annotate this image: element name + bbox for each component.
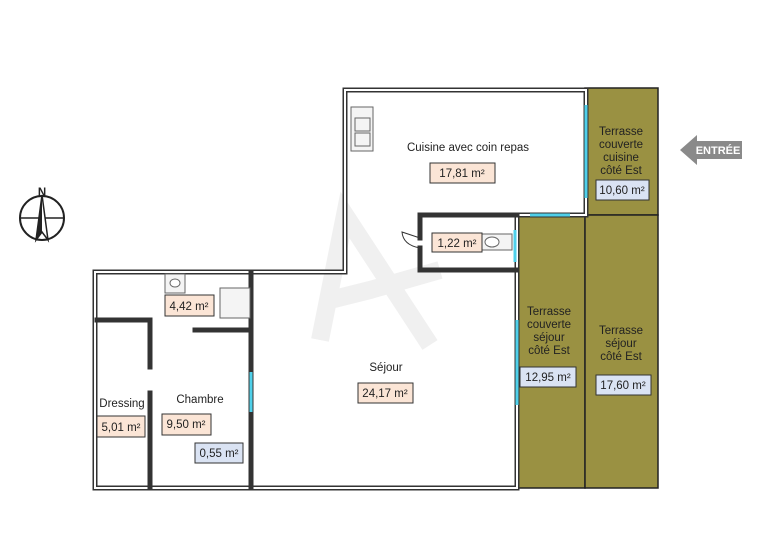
arrow-left-icon: [680, 135, 742, 165]
room-name-sejour: Séjour: [369, 362, 402, 374]
terrace-cuisine-line4: côté Est: [600, 165, 642, 177]
entrance-arrow: ENTRÉE: [680, 135, 742, 165]
terrace-couverte-sejour-line3: séjour: [533, 332, 564, 344]
area-dressing: 5,01 m²: [102, 422, 141, 434]
terrace-couverte-sejour-line2: couverte: [527, 319, 571, 331]
entrance-label: ENTRÉE: [696, 144, 741, 157]
area-placard: 0,55 m²: [200, 448, 239, 460]
area-terrace-sejour: 17,60 m²: [600, 380, 646, 392]
shower-icon: [219, 287, 251, 319]
terrace-sejour-line2: séjour: [605, 338, 636, 350]
terrace-cuisine-line3: cuisine: [603, 152, 639, 164]
room-labels: Cuisine avec coin repas 17,81 m² Terrass…: [96, 126, 652, 464]
terrace-cuisine-line1: Terrasse: [599, 126, 643, 138]
area-wc: 1,22 m²: [438, 238, 477, 250]
terrace-couverte-sejour-line1: Terrasse: [527, 306, 571, 318]
area-cuisine: 17,81 m²: [439, 168, 485, 180]
area-terrace-couverte-sejour: 12,95 m²: [525, 372, 571, 384]
area-terrace-cuisine: 10,60 m²: [599, 185, 645, 197]
terraces: [516, 87, 659, 489]
room-name-chambre: Chambre: [176, 394, 223, 406]
terrace-couverte-sejour-line4: côté Est: [528, 345, 570, 357]
terrace-sejour-line3: côté Est: [600, 351, 642, 363]
terrace-sejour-line1: Terrasse: [599, 325, 643, 337]
area-salle-de-bain: 4,42 m²: [170, 301, 209, 313]
room-name-dressing: Dressing: [99, 398, 144, 410]
compass-icon: N: [19, 187, 65, 243]
windows: [249, 105, 588, 412]
terrace-sejour: [584, 214, 659, 489]
compass-north-label: N: [38, 187, 46, 199]
area-sejour: 24,17 m²: [362, 388, 408, 400]
walls: [92, 87, 589, 491]
room-name-cuisine: Cuisine avec coin repas: [407, 142, 529, 154]
area-chambre: 9,50 m²: [167, 419, 206, 431]
door-swing-icon: [401, 231, 421, 249]
terrace-cuisine-line2: couverte: [599, 139, 643, 151]
